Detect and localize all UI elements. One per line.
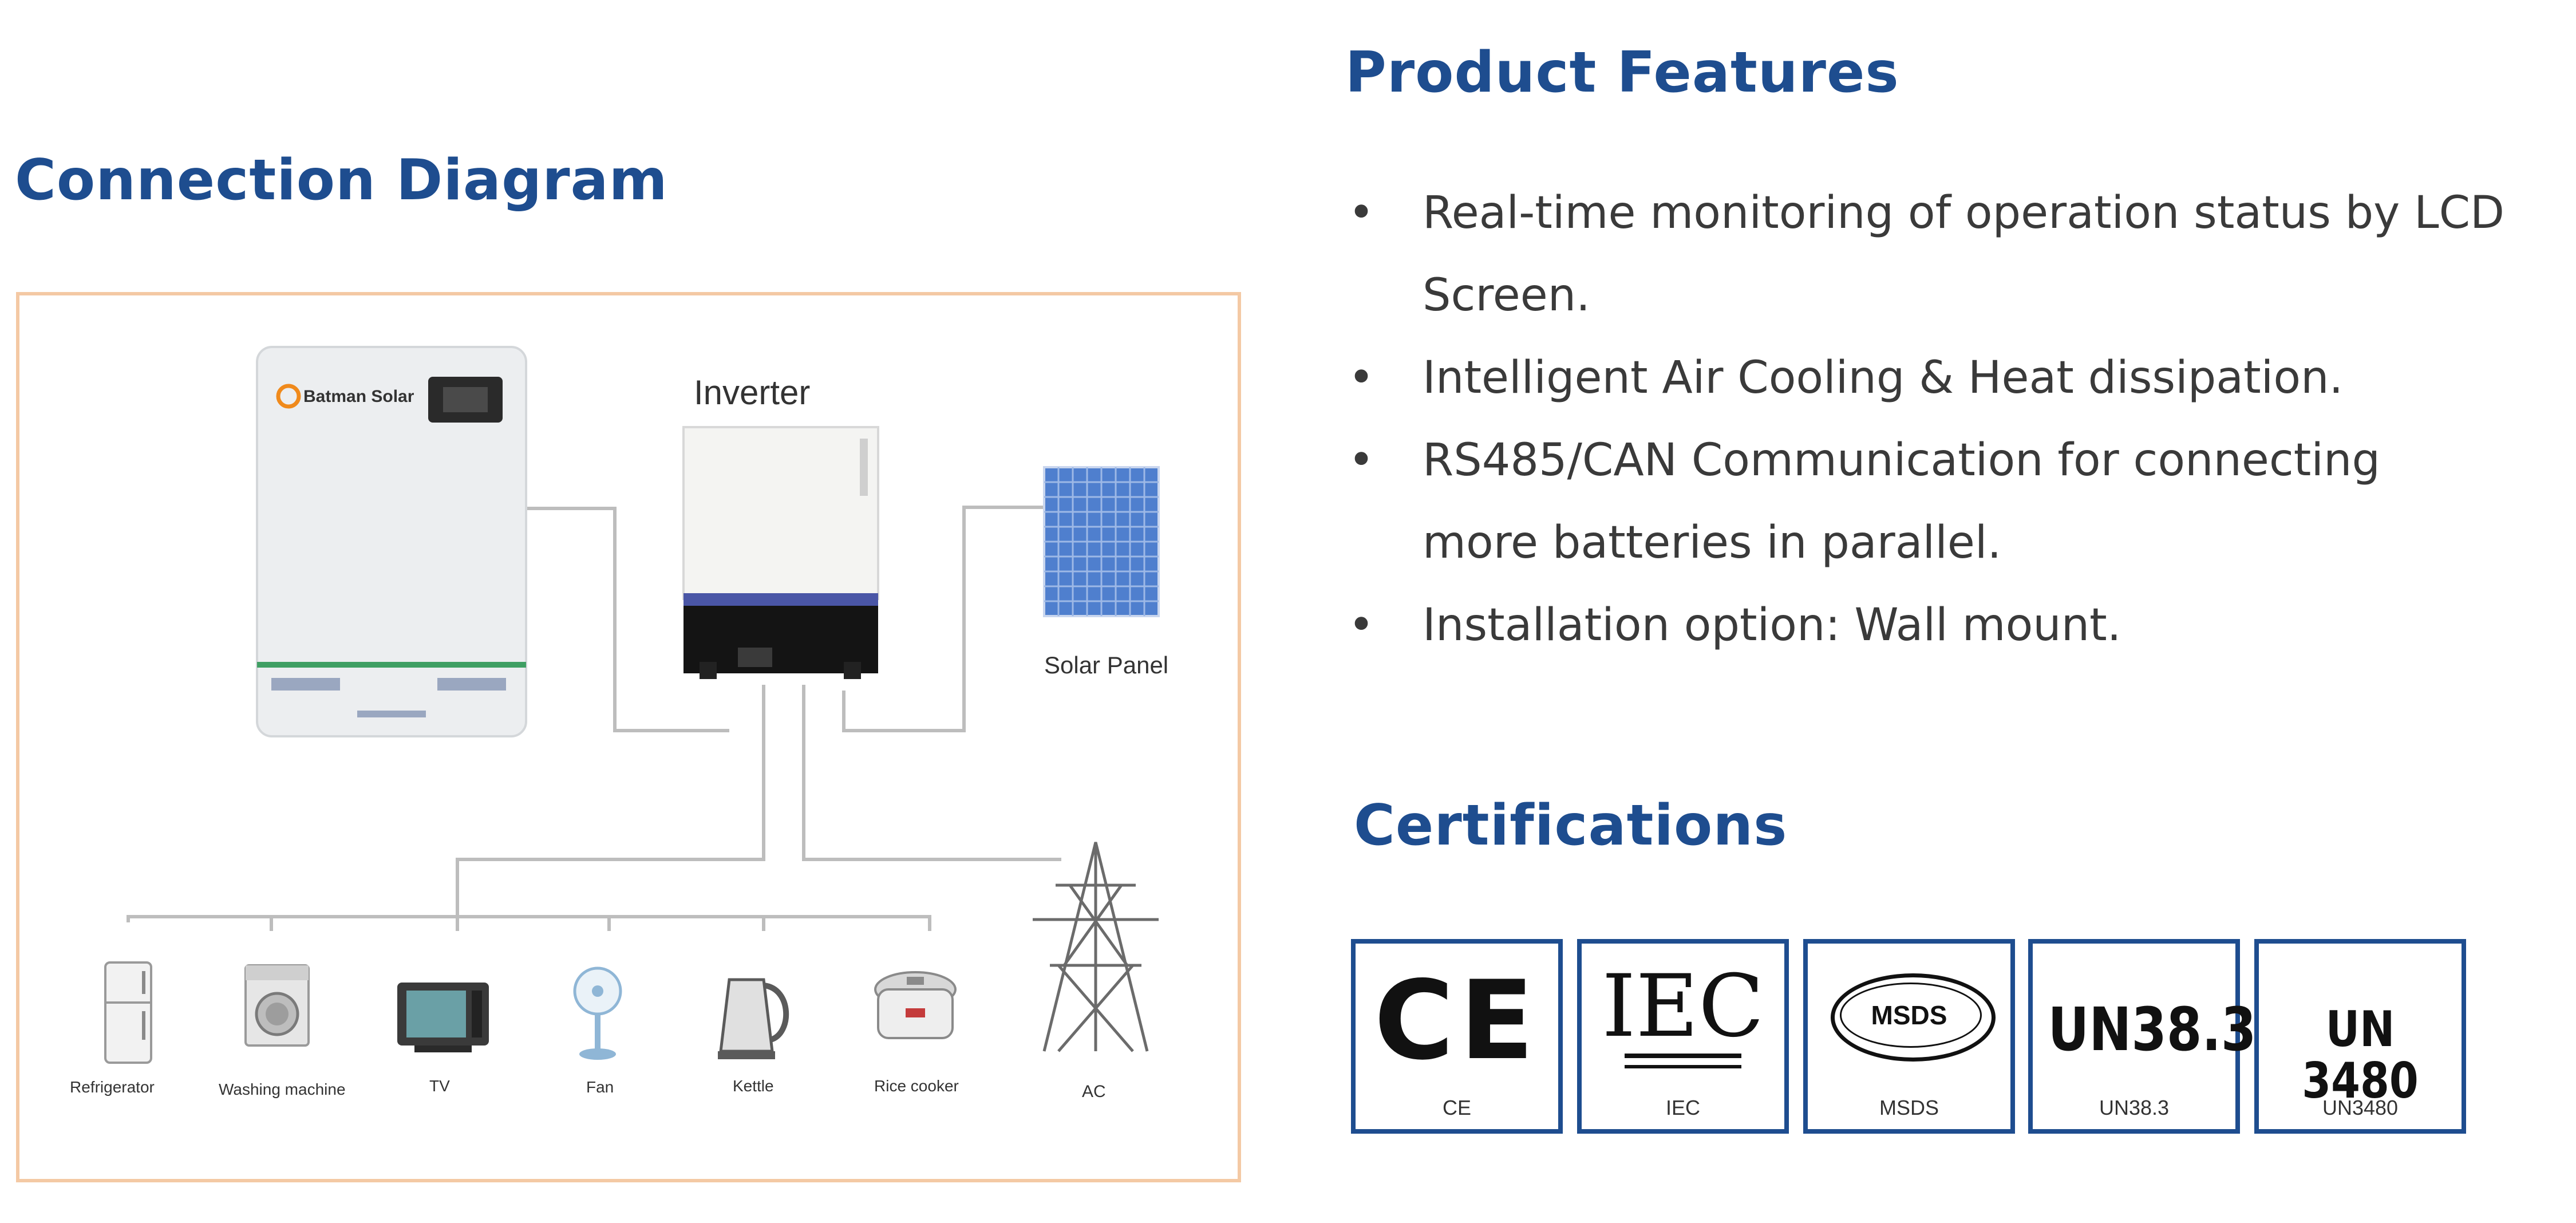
feature-text: RS485/CAN Communication for connecting (1423, 435, 2381, 486)
inverter-label: Inverter (694, 373, 810, 412)
bullet-icon: • (1348, 599, 1375, 651)
iec-mark: IEC (1602, 957, 1764, 1056)
cert-badge-msds: MSDS MSDS (1803, 939, 2015, 1134)
cert-caption: CE (1442, 1096, 1471, 1119)
feature-text: Real-time monitoring of operation status… (1423, 187, 2505, 239)
battery-brand-logo: Batman Solar (303, 387, 414, 406)
feature-text: Installation option: Wall mount. (1423, 599, 2121, 651)
ce-mark: CE (1374, 957, 1540, 1084)
msds-mark: MSDS (1871, 1000, 1947, 1030)
un38-3-mark: UN38.3 (2048, 995, 2257, 1064)
fan-icon (573, 966, 622, 1060)
cert-caption: IEC (1665, 1096, 1700, 1119)
solar-panel-icon (1043, 466, 1160, 617)
un3480-mark: UN 3480 (2302, 1001, 2419, 1110)
kettle-icon (718, 978, 789, 1059)
cert-caption: UN38.3 (2099, 1096, 2170, 1119)
tv-icon (397, 983, 489, 1052)
iec-underline (1625, 1054, 1741, 1058)
iec-underline (1625, 1065, 1741, 1068)
cert-caption: UN3480 (2322, 1096, 2399, 1119)
connection-diagram-frame: Batman Solar Inverter (16, 292, 1241, 1182)
bullet-icon: • (1348, 435, 1375, 486)
cert-badge-un38-3: UN38.3 UN38.3 (2028, 939, 2257, 1134)
battery-unit: Batman Solar (256, 346, 527, 737)
feature-item: • Installation option: Wall mount. (1348, 584, 2573, 666)
cert-badge-ce: CE CE (1351, 939, 1563, 1134)
msds-oval-inner (1840, 983, 1982, 1048)
feature-item: • Intelligent Air Cooling & Heat dissipa… (1348, 337, 2573, 419)
washing-machine-icon (244, 964, 310, 1047)
appliance-label-refrigerator: Refrigerator (70, 1078, 155, 1096)
inverter-unit (682, 426, 879, 679)
certifications-title: Certifications (1354, 793, 1788, 858)
ac-tower-icon (1033, 842, 1159, 1052)
battery-logo-icon (276, 384, 301, 409)
feature-text-continued: Screen. (1423, 270, 1590, 321)
feature-item: • RS485/CAN Communication for connecting… (1348, 419, 2573, 584)
cert-badge-un3480: UN 3480 UN3480 (2254, 939, 2466, 1134)
appliance-label-washing-machine: Washing machine (219, 1080, 346, 1098)
appliance-label-tv: TV (429, 1077, 450, 1095)
msds-oval (1831, 973, 1996, 1062)
feature-item: • Real-time monitoring of operation stat… (1348, 172, 2573, 337)
cert-badge-iec: IEC IEC (1577, 939, 1789, 1134)
product-features-title: Product Features (1345, 40, 1899, 105)
rice-cooker-icon (874, 971, 957, 1039)
cert-caption: MSDS (1879, 1096, 1939, 1119)
connection-diagram-title: Connection Diagram (15, 148, 668, 213)
feature-text: Intelligent Air Cooling & Heat dissipati… (1423, 352, 2344, 404)
appliance-label-fan: Fan (586, 1078, 614, 1096)
feature-text-continued: more batteries in parallel. (1423, 517, 2002, 569)
refrigerator-icon (104, 961, 152, 1064)
feature-list: • Real-time monitoring of operation stat… (1348, 172, 2573, 666)
ac-label: AC (1082, 1082, 1106, 1101)
wiring (127, 506, 1061, 931)
bullet-icon: • (1348, 352, 1375, 404)
connection-diagram: Batman Solar Inverter (70, 346, 1168, 1101)
appliance-label-kettle: Kettle (733, 1077, 774, 1095)
bullet-icon: • (1348, 187, 1375, 239)
solar-panel-label: Solar Panel (1044, 652, 1168, 678)
appliance-label-rice-cooker: Rice cooker (874, 1077, 959, 1095)
